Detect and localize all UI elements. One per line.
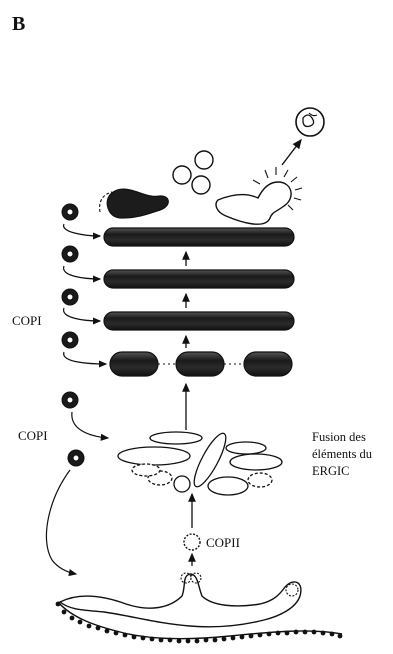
cis-golgi-network-element <box>176 352 224 376</box>
cis-golgi-network-element <box>244 352 292 376</box>
copi-vesicle <box>62 392 78 408</box>
exocytosis-arrow <box>282 140 301 165</box>
copi-label-lower: COPI <box>18 428 48 443</box>
copi-vesicle <box>68 450 84 466</box>
copi-vesicle <box>62 289 78 305</box>
copii-label: COPII <box>206 535 240 550</box>
secretory-vesicles <box>173 151 213 194</box>
copi-label-upper: COPI <box>12 313 42 328</box>
endoplasmic-reticulum <box>56 573 343 643</box>
fusion-label-line3: ERGIC <box>312 464 350 478</box>
copi-vesicle <box>62 246 78 262</box>
cis-golgi-network-element <box>110 352 158 376</box>
coated-budding-structure <box>216 167 302 224</box>
cisterna-trans <box>104 228 294 246</box>
secreted-granule <box>296 108 324 136</box>
copi-vesicles <box>62 204 84 466</box>
golgi-stack <box>104 228 294 376</box>
cisterna-cis <box>104 312 294 330</box>
ergic-cluster <box>118 430 282 495</box>
copii-vesicle <box>184 534 200 550</box>
fusion-label-line2: éléments du <box>312 447 373 461</box>
fusion-label-line1: Fusion des <box>312 430 366 444</box>
dark-vesicle <box>107 189 168 218</box>
cisterna-medial <box>104 270 294 288</box>
copi-vesicle <box>62 332 78 348</box>
copi-vesicle <box>62 204 78 220</box>
panel-letter: B <box>12 13 25 35</box>
